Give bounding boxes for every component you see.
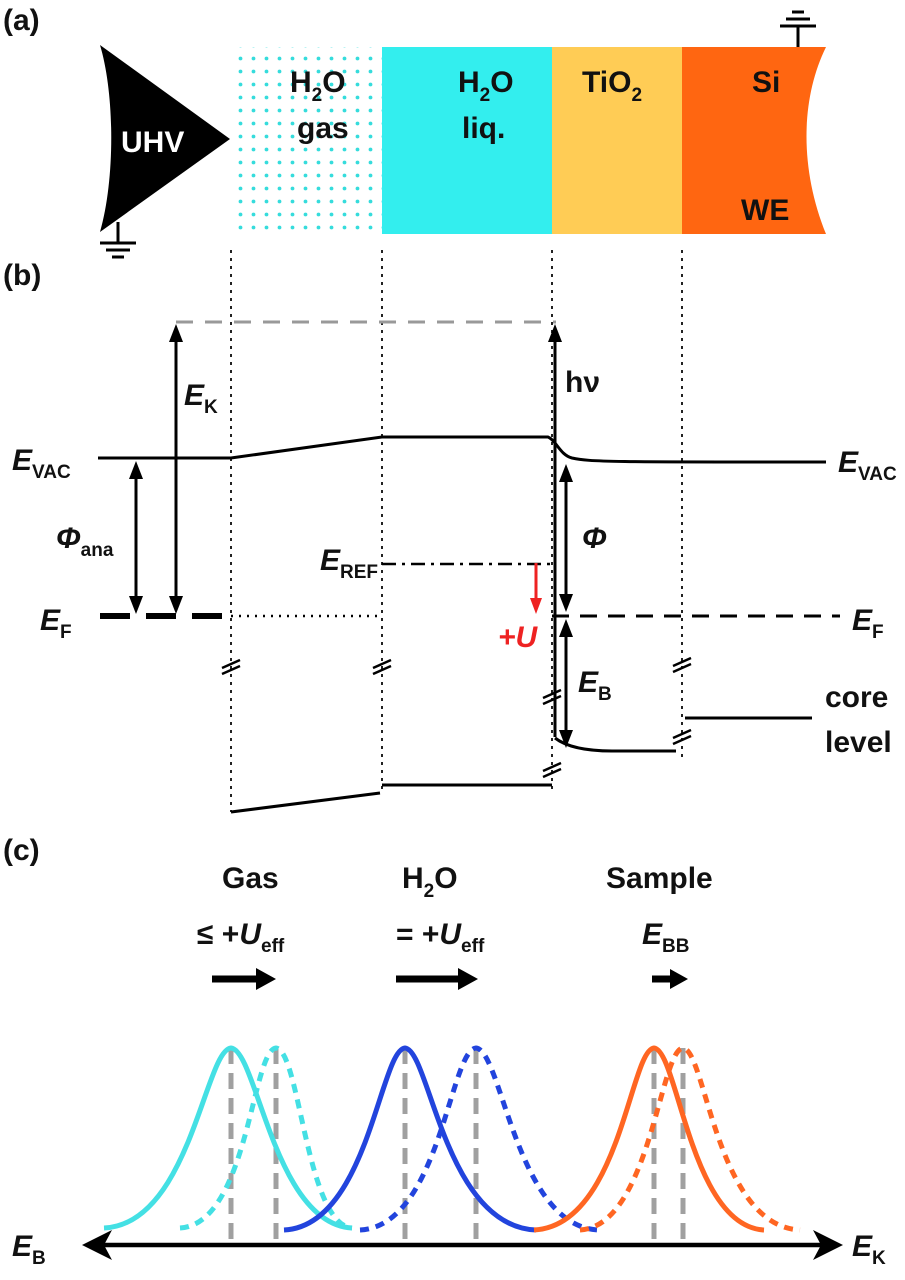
gas-shift-arrow	[212, 968, 276, 990]
axis-label-ek: EK	[852, 1230, 886, 1269]
h2o-peak	[283, 1045, 537, 1233]
phi-ana-arrow	[129, 461, 143, 614]
h2o-gas-label: gas	[297, 112, 349, 145]
hv-label: hν	[565, 366, 600, 399]
ef-label-right: EF	[852, 604, 884, 643]
core-level-line	[230, 791, 381, 814]
potential-u-label: +U	[498, 621, 539, 654]
sample-spectrum-label: Sample	[606, 862, 713, 895]
h2o-liquid-label: liq.	[462, 112, 505, 145]
axis-label-eb: EB	[12, 1230, 46, 1269]
ground-icon	[100, 222, 136, 259]
ebb-shift-label: EBB	[642, 918, 689, 957]
ef-label-left: EF	[40, 604, 72, 643]
binding-energy-arrow	[559, 619, 573, 748]
we-label: WE	[741, 194, 789, 227]
evac-label-right: EVAC	[838, 446, 897, 485]
energy-axis	[82, 1230, 843, 1260]
ek-label: EK	[184, 379, 218, 418]
gas-shift-label: ≤ +Ueff	[197, 918, 285, 957]
gas-spectrum-label: Gas	[222, 862, 279, 895]
evac-label-left: EVAC	[12, 444, 71, 483]
core-level-label: core	[825, 681, 888, 714]
h2o-liquid-label: H2O	[458, 66, 514, 106]
axis-break-marks	[221, 656, 692, 779]
si-electrode	[682, 47, 826, 234]
core-level-label: level	[825, 726, 892, 759]
sample-peak	[533, 1045, 765, 1233]
panel-label-a: (a)	[3, 4, 40, 37]
gas-peak-shifted	[179, 1045, 353, 1231]
phi-ana-label: Φana	[56, 522, 114, 561]
eb-label: EB	[578, 666, 612, 705]
phi-label: Φ	[582, 522, 607, 555]
core-level-line	[554, 736, 676, 753]
h2o-shift-arrow	[396, 968, 478, 990]
h2o-spectrum-label: H2O	[402, 862, 458, 902]
h2o-liquid-layer	[382, 47, 552, 234]
vacuum-level-line	[98, 435, 827, 464]
ek-arrow	[169, 324, 183, 614]
tio2-layer	[552, 47, 682, 234]
h2o-gas-region	[231, 47, 382, 234]
h2o-shift-label: = +Ueff	[396, 918, 485, 957]
potential-shift-arrow	[530, 563, 542, 614]
si-label: Si	[752, 66, 780, 99]
sample-peak-shifted	[579, 1045, 801, 1233]
interface-guides	[230, 250, 683, 812]
ground-icon	[780, 10, 816, 47]
work-function-arrow	[559, 464, 573, 612]
eref-label: EREF	[320, 544, 378, 583]
tio2-label: TiO2	[582, 66, 642, 106]
h2o-peak-shifted	[359, 1045, 599, 1233]
h2o-gas-label: H2O	[290, 66, 346, 106]
uhv-label: UHV	[121, 126, 184, 159]
ebb-shift-arrow	[652, 969, 688, 989]
hv-arrow	[548, 324, 562, 737]
panel-label-b: (b)	[3, 259, 41, 292]
uhv-analyzer-cone	[100, 45, 230, 232]
panel-label-c: (c)	[3, 834, 40, 867]
peak-center-guides	[228, 1048, 686, 1245]
gas-peak	[103, 1045, 353, 1231]
